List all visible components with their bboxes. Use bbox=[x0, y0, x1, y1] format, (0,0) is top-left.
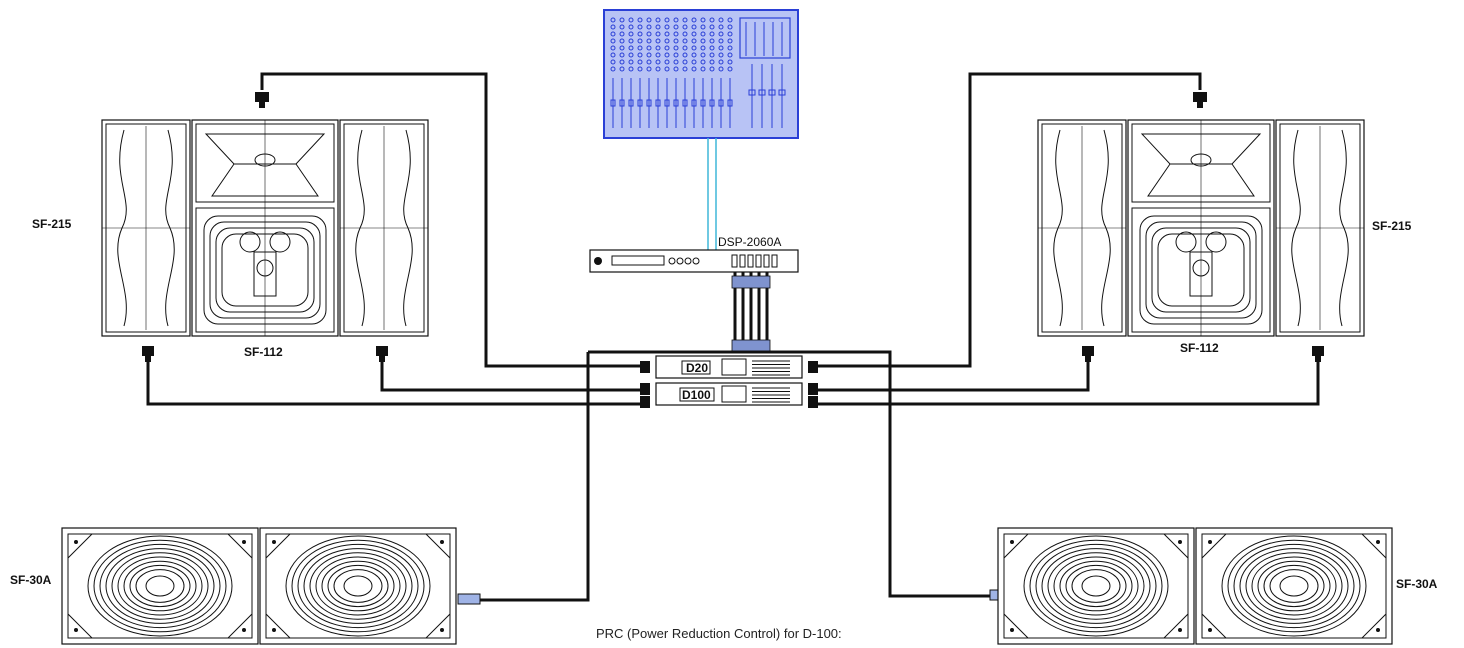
sf-30a-cabinet bbox=[997, 527, 1195, 645]
left-sub-label: SF-30A bbox=[10, 573, 52, 587]
dsp-label: DSP-2060A bbox=[718, 235, 781, 249]
mixer-to-dsp-signal bbox=[707, 138, 717, 250]
speaker-plugs bbox=[142, 92, 1324, 362]
sf-215-cabinet bbox=[1275, 119, 1365, 337]
right-sub-label: SF-30A bbox=[1396, 577, 1438, 591]
right-subwoofers bbox=[997, 527, 1393, 645]
dsp-processor bbox=[589, 249, 799, 273]
right-top-speaker-label: SF-215 bbox=[1372, 219, 1412, 233]
sf-30a-cabinet bbox=[61, 527, 259, 645]
left-center-speaker-label: SF-112 bbox=[244, 345, 283, 359]
amp-bottom-label: D100 bbox=[682, 388, 711, 402]
left-speaker-stack bbox=[101, 119, 429, 337]
sf-215-cabinet bbox=[339, 119, 429, 337]
left-top-speaker-label: SF-215 bbox=[32, 217, 72, 231]
prc-note: PRC (Power Reduction Control) for D-100: bbox=[596, 626, 842, 641]
sf-215-cabinet bbox=[101, 119, 191, 337]
speaker-cables bbox=[146, 72, 1320, 602]
amplifier-d20 bbox=[655, 355, 803, 379]
dsp-to-amp-bundle bbox=[731, 272, 771, 353]
sf-112-cabinet bbox=[191, 119, 339, 337]
mixing-console bbox=[603, 9, 799, 139]
sf-215-cabinet bbox=[1037, 119, 1127, 337]
sf-30a-cabinet bbox=[259, 527, 457, 645]
right-speaker-stack bbox=[1037, 119, 1365, 337]
amp-connectors bbox=[640, 361, 818, 408]
right-center-speaker-label: SF-112 bbox=[1180, 341, 1219, 355]
sf-30a-cabinet bbox=[1195, 527, 1393, 645]
amp-top-label: D20 bbox=[686, 361, 708, 375]
amplifier-d100 bbox=[655, 382, 803, 406]
left-subwoofers bbox=[61, 527, 457, 645]
sf-112-cabinet bbox=[1127, 119, 1275, 337]
